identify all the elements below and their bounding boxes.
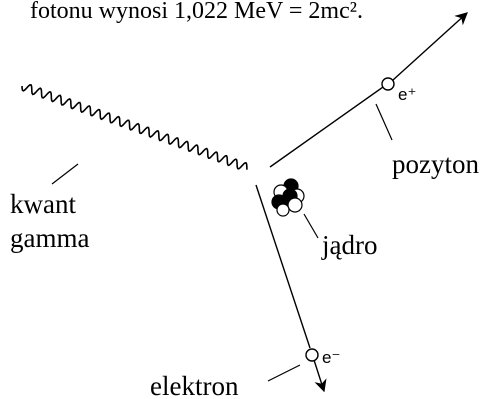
nucleus-label: jądro [321,230,377,260]
electron-symbol: e⁻ [322,348,340,367]
positron-symbol: e⁺ [398,85,416,104]
positron-leader [376,104,392,140]
positron-track [270,87,383,167]
gamma-label-line1: kwant [10,189,76,219]
electron-leader [268,365,300,381]
electron-label: elektron [150,371,239,399]
electron-particle [306,349,318,361]
positron-label: pozyton [392,149,479,179]
nucleus-icon [272,179,304,216]
gamma-label-line2: gamma [10,223,89,253]
gamma-leader [52,164,78,184]
positron-particle [382,78,394,90]
positron-track-arrow [393,13,467,80]
photon-wavy-line [22,85,247,170]
caption-text: fotonu wynosi 1,022 MeV = 2mc². [30,0,363,24]
nucleus-leader [304,214,318,238]
